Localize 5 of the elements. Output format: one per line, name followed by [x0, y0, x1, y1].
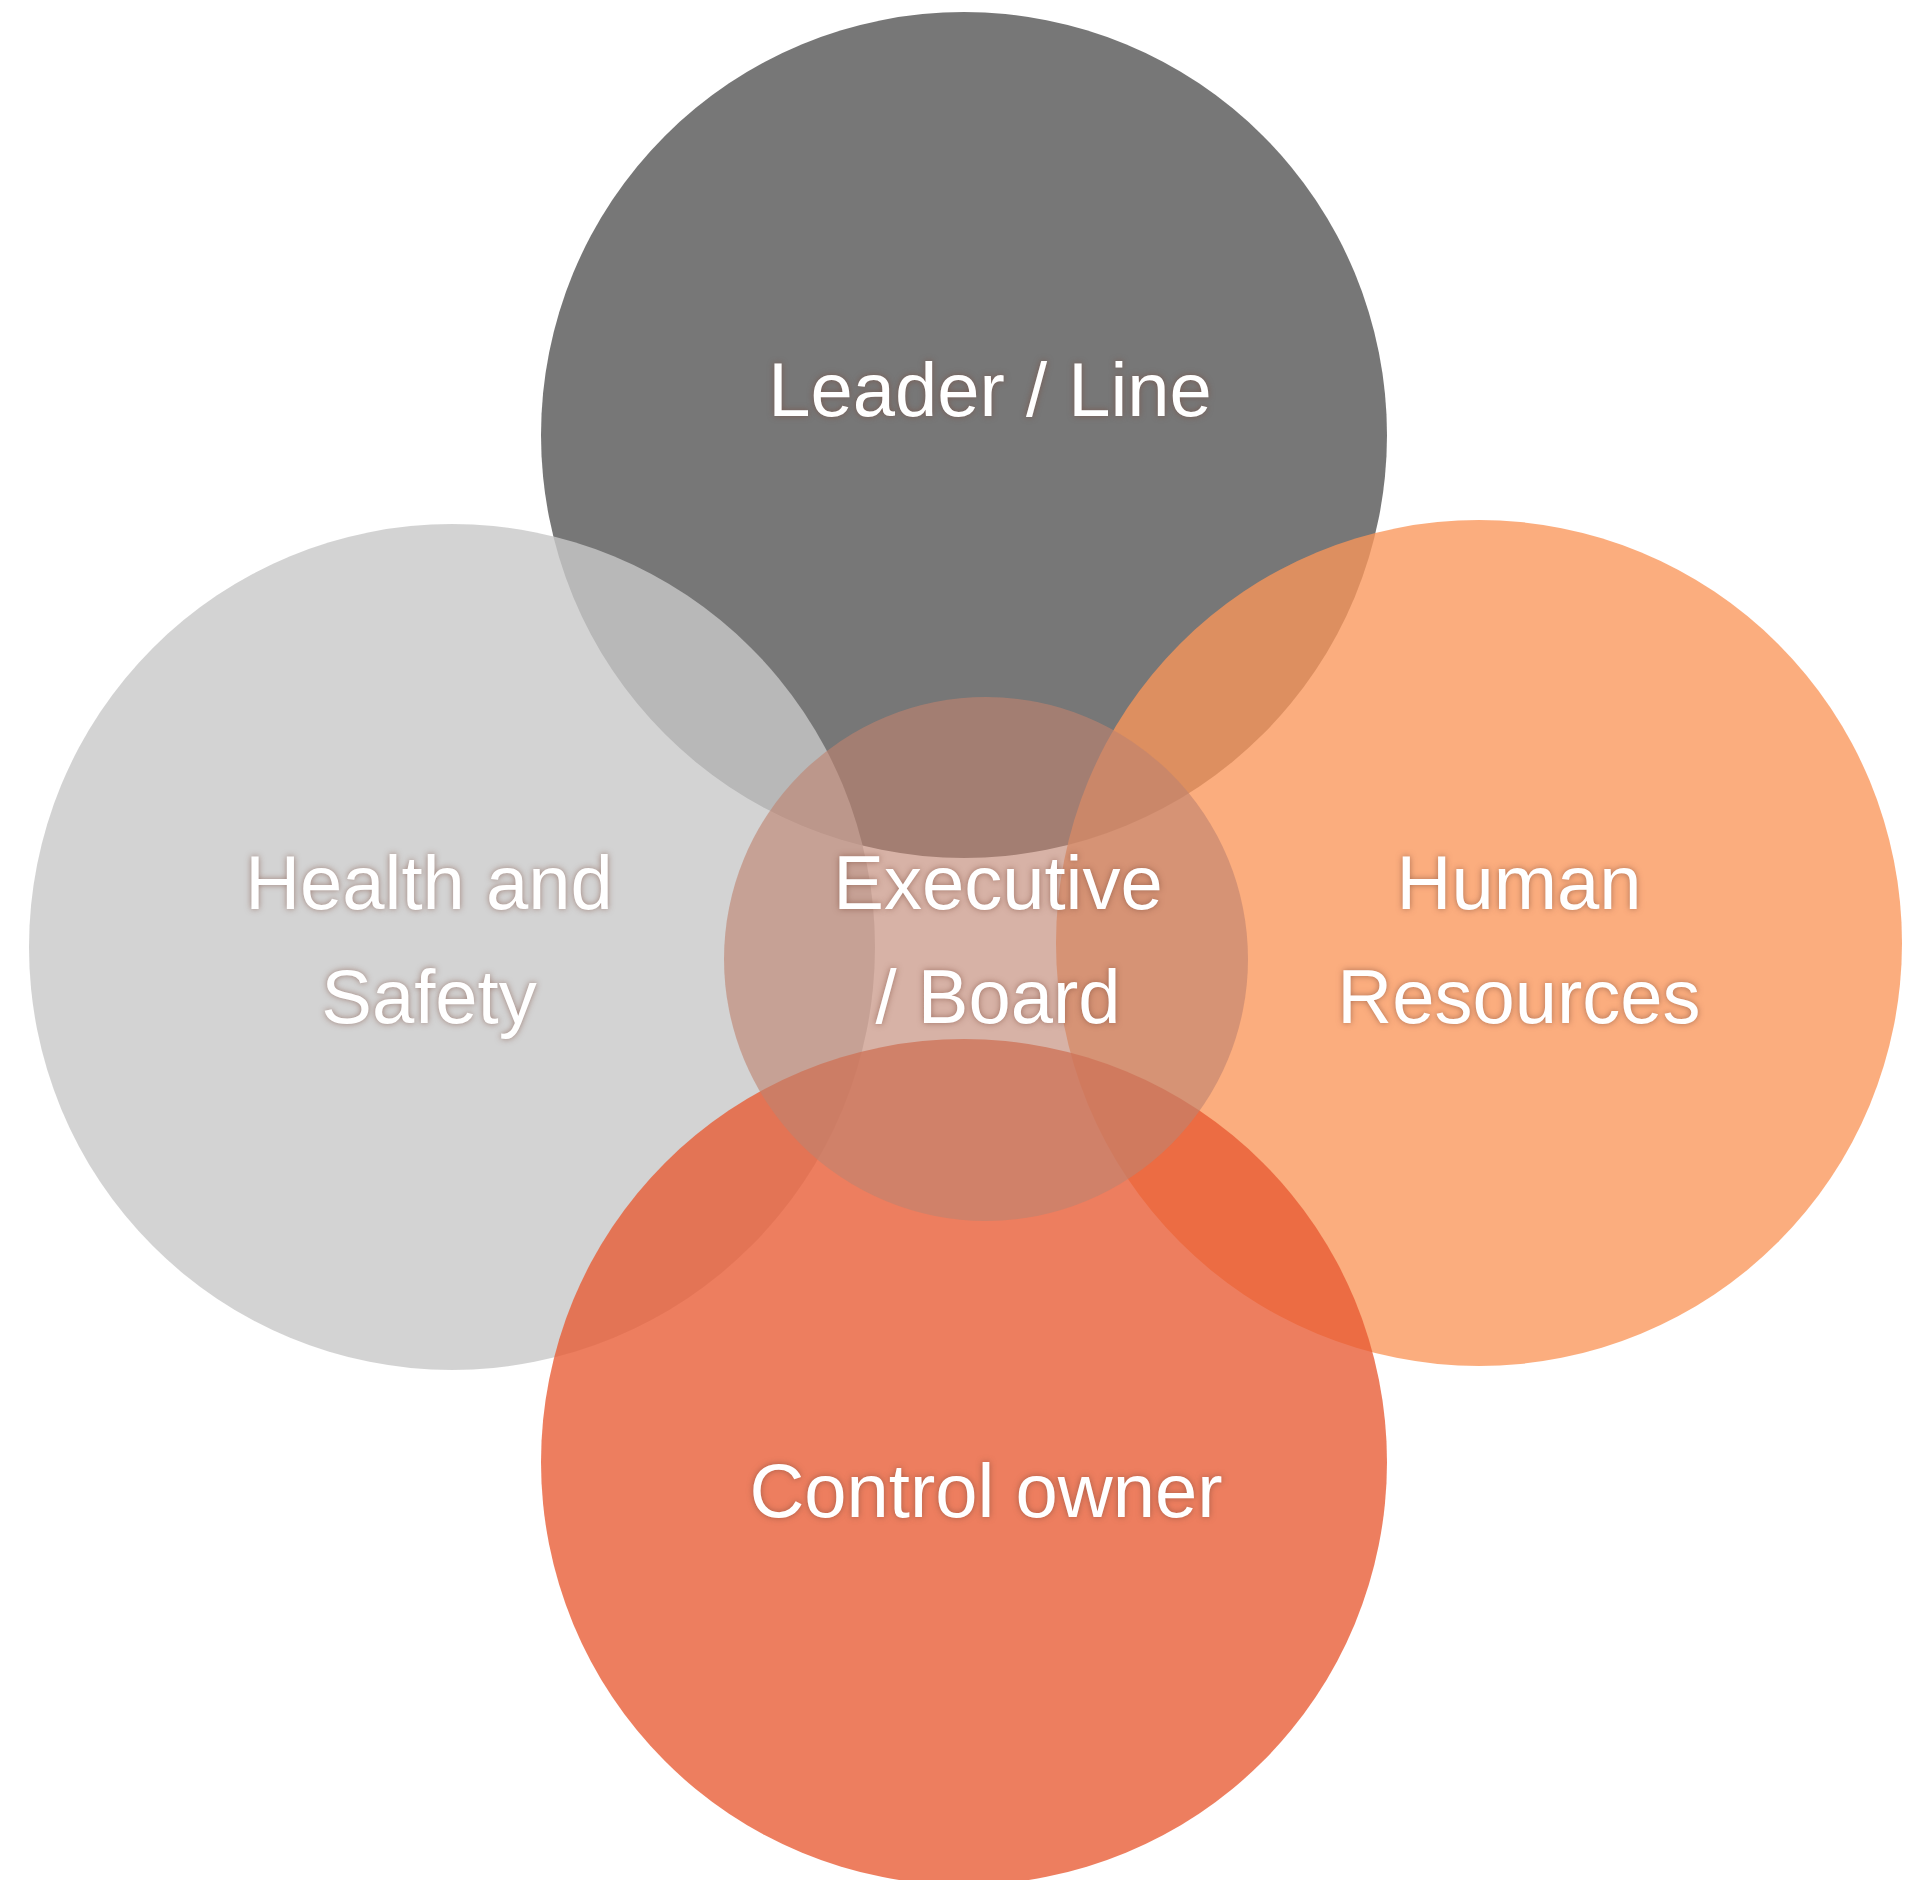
circle-label: Health and Safety: [244, 839, 614, 1041]
circle-label: Executive / Board: [832, 839, 1164, 1041]
circle-label: Human Resources: [1336, 839, 1702, 1041]
circle-label: Control owner: [748, 1447, 1224, 1535]
circle-label: Leader / Line: [767, 346, 1213, 434]
